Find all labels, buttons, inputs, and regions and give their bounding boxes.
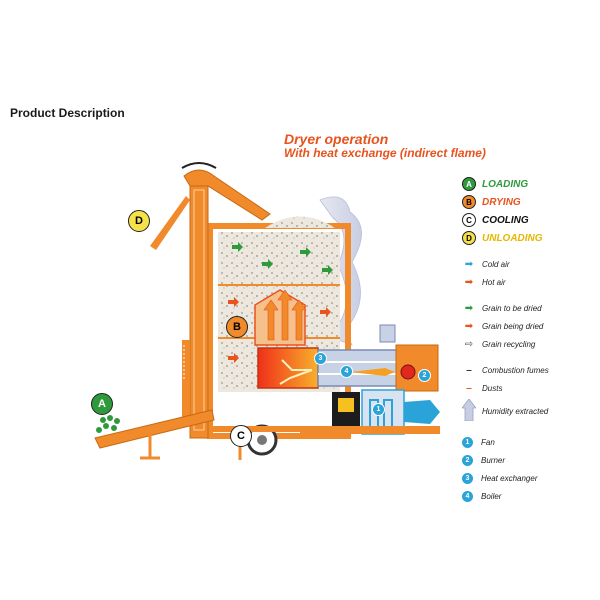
legend-label: Fan bbox=[481, 437, 495, 447]
component-number: 2 bbox=[462, 454, 473, 466]
callout-1-number: 1 bbox=[372, 403, 385, 416]
legend: A LOADING B DRYING C COOLING D UNLOADING… bbox=[461, 176, 598, 506]
grain-to-dry-arrow-icon: ➡ bbox=[464, 302, 474, 314]
cold-air-arrow-icon: ➡ bbox=[464, 258, 474, 270]
stage-c-badge: C bbox=[462, 213, 476, 227]
stage-a-badge: A bbox=[462, 177, 476, 191]
legend-label: Humidity extracted bbox=[482, 406, 549, 416]
base-platform bbox=[300, 426, 440, 434]
heat-exchanger-duct bbox=[317, 349, 399, 387]
exhaust-stack bbox=[379, 324, 396, 343]
elevator-tower bbox=[189, 177, 209, 439]
callout-d-badge: D bbox=[128, 210, 150, 232]
chassis bbox=[210, 426, 310, 432]
legend-stage-loading: A LOADING bbox=[462, 176, 598, 192]
callout-2-number: 2 bbox=[418, 369, 431, 382]
callout-a-badge: A bbox=[91, 393, 113, 415]
legend-hot-air: ➡ Hot air bbox=[462, 274, 598, 290]
legend-grain-recycling: ⇨ Grain recycling bbox=[462, 336, 598, 352]
callout-4-number: 4 bbox=[340, 365, 353, 378]
legend-label: Grain being dried bbox=[482, 321, 544, 331]
legend-stage-unloading: D UNLOADING bbox=[462, 230, 598, 246]
component-number: 1 bbox=[462, 436, 473, 448]
diagram-subtitle: With heat exchange (indirect flame) bbox=[284, 146, 486, 161]
grain-arrows bbox=[228, 242, 333, 363]
conveyor-grain bbox=[96, 415, 120, 433]
callout-3-number: 3 bbox=[314, 352, 327, 365]
grain-pile bbox=[265, 216, 335, 228]
discharge-chute bbox=[150, 196, 190, 250]
legend-component-boiler: 4 Boiler bbox=[462, 488, 598, 504]
diagram-title-block: Dryer operation With heat exchange (indi… bbox=[284, 131, 486, 161]
stage-b-badge: B bbox=[462, 195, 476, 209]
hot-air-arrows bbox=[263, 289, 307, 341]
stage-label: LOADING bbox=[482, 178, 529, 190]
stage-label: UNLOADING bbox=[482, 232, 543, 244]
legend-label: Hot air bbox=[482, 277, 506, 287]
legend-stage-drying: B DRYING bbox=[462, 194, 598, 210]
legend-stage-cooling: C COOLING bbox=[462, 212, 598, 228]
legend-cold-air: ➡ Cold air bbox=[462, 256, 598, 272]
legend-component-heat-exchanger: 3 Heat exchanger bbox=[462, 470, 598, 486]
callout-c-badge: C bbox=[230, 425, 252, 447]
legend-label: Boiler bbox=[481, 491, 502, 501]
legend-grain-drying: ➡ Grain being dried bbox=[462, 318, 598, 334]
legend-label: Burner bbox=[481, 455, 506, 465]
humidity-arrow-icon bbox=[461, 397, 477, 424]
legend-label: Cold air bbox=[482, 259, 510, 269]
legend-label: Grain to be dried bbox=[482, 303, 542, 313]
diagram-title: Dryer operation bbox=[284, 131, 389, 147]
legend-component-burner: 2 Burner bbox=[462, 452, 598, 468]
combustion-fumes-icon: – bbox=[466, 364, 472, 376]
legend-label: Heat exchanger bbox=[481, 473, 538, 483]
component-number: 3 bbox=[462, 472, 473, 484]
hot-air-arrow-icon: ➡ bbox=[464, 276, 474, 288]
burner-chamber bbox=[257, 347, 319, 389]
burner-icon-shape bbox=[400, 364, 416, 380]
loading-conveyor bbox=[94, 409, 215, 449]
boiler-flame bbox=[350, 368, 395, 376]
callout-b-badge: B bbox=[226, 316, 248, 338]
dusts-icon: – bbox=[466, 382, 472, 394]
stage-d-badge: D bbox=[462, 231, 476, 245]
flame-arrows bbox=[279, 359, 313, 385]
legend-label: Combustion fumes bbox=[482, 365, 549, 375]
page-heading: Product Description bbox=[10, 106, 125, 120]
grain-drying-arrow-icon: ➡ bbox=[464, 320, 474, 332]
legend-combustion-fumes: – Combustion fumes bbox=[462, 362, 598, 378]
legend-label: Grain recycling bbox=[482, 339, 536, 349]
legend-grain-to-dry: ➡ Grain to be dried bbox=[462, 300, 598, 316]
legend-dusts: – Dusts bbox=[462, 380, 598, 396]
stage-label: DRYING bbox=[482, 196, 521, 208]
fan-inlet bbox=[404, 400, 440, 424]
legend-label: Dusts bbox=[482, 383, 503, 393]
stage-label: COOLING bbox=[482, 214, 529, 226]
grain-recycling-arrow-icon: ⇨ bbox=[464, 338, 474, 350]
legend-humidity: Humidity extracted bbox=[461, 397, 598, 424]
component-number: 4 bbox=[462, 490, 473, 502]
legend-component-fan: 1 Fan bbox=[462, 434, 598, 450]
hot-air-chamber bbox=[254, 289, 306, 346]
elevator-head bbox=[183, 169, 271, 221]
